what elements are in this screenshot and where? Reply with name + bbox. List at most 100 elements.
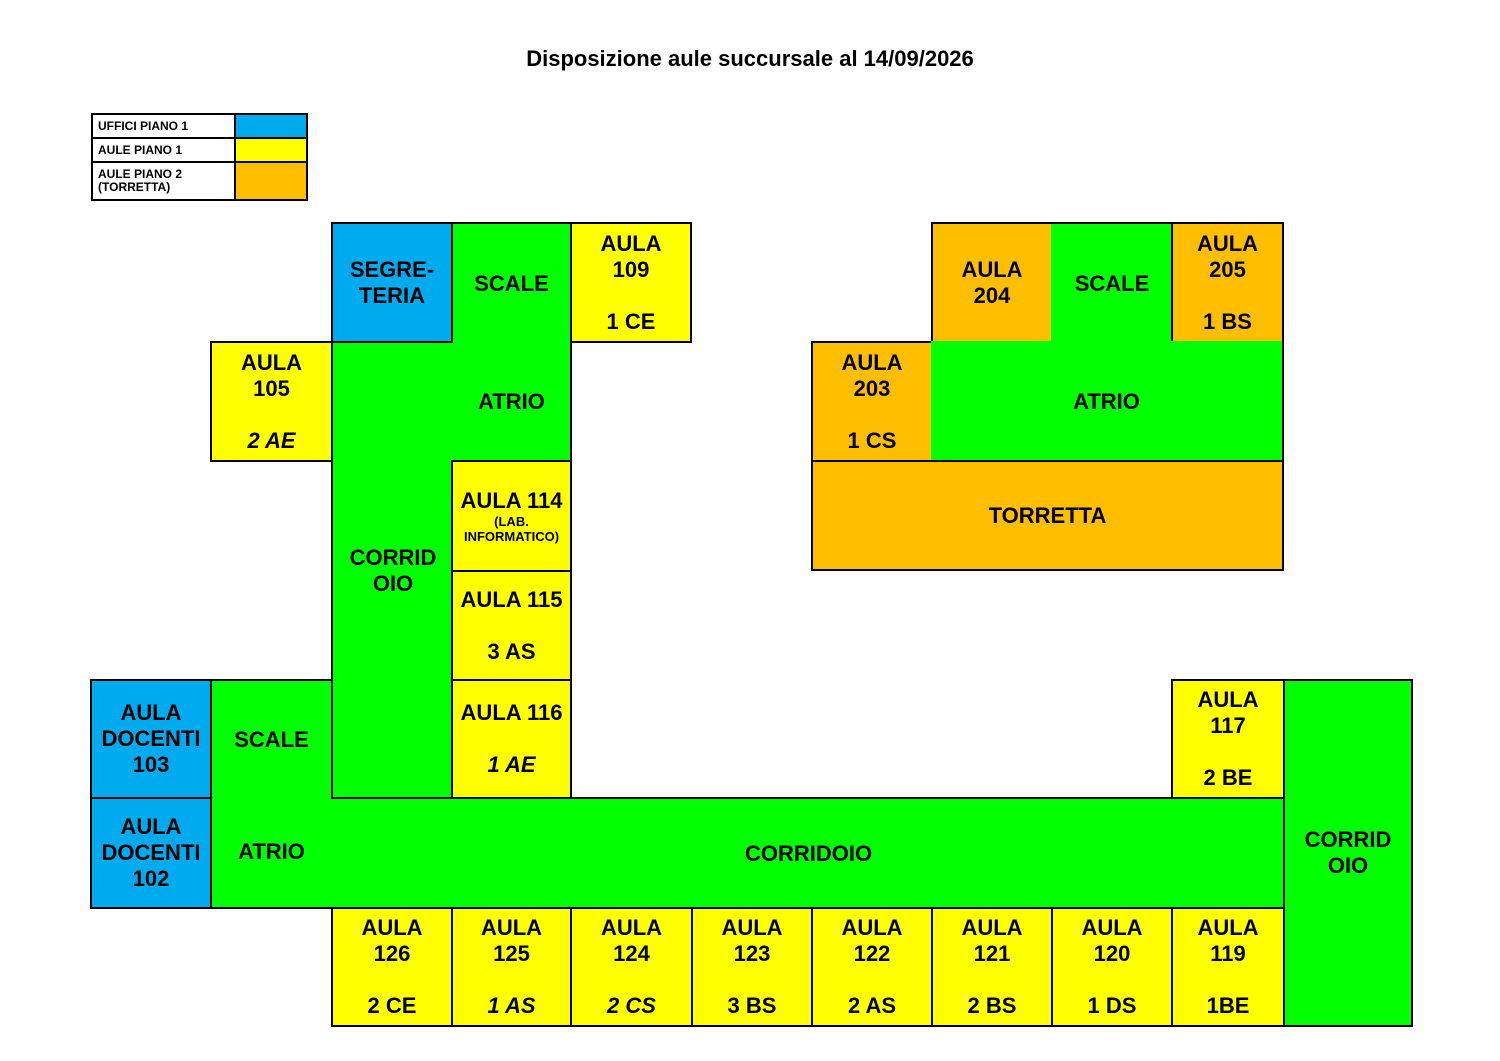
room-label: OIO [1327, 853, 1369, 878]
room-label: 122 [853, 941, 891, 966]
room-label: 117 [1210, 713, 1246, 738]
scale-top[interactable]: SCALE [451, 222, 572, 343]
class-label: 2 AS [847, 993, 897, 1018]
room-label: SCALE [234, 727, 309, 752]
room-aula-114[interactable]: AULA 114 (LAB. INFORMATICO) [451, 460, 572, 572]
room-label: CORRID [349, 545, 437, 570]
class-label: 2 CS [607, 993, 656, 1018]
room-label: AULA [841, 915, 903, 940]
corridoio-left[interactable]: CORRID OIO [331, 341, 453, 801]
room-label: AULA 115 [460, 586, 563, 612]
room-aula-203[interactable]: AULA 203 1 CS [811, 341, 933, 462]
legend-row-aule-piano-1: AULE PIANO 1 [91, 137, 308, 163]
room-label: 102 [132, 866, 170, 891]
room-label: AULA 114 [460, 488, 563, 513]
room-sublabel: (LAB. [494, 514, 529, 529]
scale-left[interactable]: SCALE [210, 679, 333, 799]
room-aula-109[interactable]: AULA 109 1 CE [570, 222, 692, 343]
room-aula-115[interactable]: AULA 115 3 AS [451, 570, 572, 681]
room-label: 103 [132, 752, 170, 777]
scale-right[interactable]: SCALE [1051, 222, 1173, 343]
room-label: 123 [733, 941, 771, 966]
room-aula-204[interactable]: AULA 204 [931, 222, 1053, 343]
room-label: SEGRE- [349, 256, 435, 282]
room-label: ATRIO [478, 388, 545, 414]
class-label: 1 CS [847, 427, 897, 453]
room-label: 121 [973, 941, 1011, 966]
room-label: TORRETTA [988, 502, 1107, 528]
room-label: AULA [480, 915, 543, 940]
page-title: Disposizione aule succursale al 14/09/20… [526, 46, 974, 71]
room-label: AULA [1196, 230, 1259, 256]
room-label: 119 [1210, 941, 1246, 966]
legend-swatch-orange [234, 161, 308, 201]
room-label: 120 [1093, 941, 1131, 966]
room-label: 126 [373, 941, 411, 966]
room-aula-docenti-103[interactable]: AULA DOCENTI 103 [90, 679, 212, 799]
legend-label-line: (TORRETTA) [98, 180, 171, 194]
room-label: AULA [721, 915, 783, 940]
room-label: AULA [1197, 915, 1259, 940]
room-aula-105[interactable]: AULA 105 2 AE [210, 341, 333, 462]
room-label: 105 [253, 375, 290, 401]
room-label: AULA [1081, 915, 1143, 940]
class-label: 2 CE [367, 993, 417, 1018]
legend-swatch-yellow [234, 137, 308, 163]
class-label: 3 BS [727, 993, 777, 1018]
legend-label: AULE PIANO 1 [91, 137, 236, 163]
class-label: 1 DS [1087, 993, 1137, 1018]
atrio-right[interactable]: ATRIO [931, 341, 1284, 462]
class-label: 2 AE [247, 427, 296, 453]
corridoio-main[interactable]: CORRIDOIO [331, 797, 1286, 909]
room-label: 125 [493, 941, 530, 966]
room-label: AULA [961, 915, 1023, 940]
room-torretta[interactable]: TORRETTA [811, 460, 1284, 571]
atrio-top[interactable]: ATRIO [451, 341, 572, 462]
room-label: CORRID [1304, 827, 1392, 852]
legend-label: UFFICI PIANO 1 [91, 113, 236, 139]
class-label: 1BE [1206, 993, 1250, 1018]
legend-label: AULE PIANO 2(TORRETTA) [91, 161, 236, 201]
room-label: 109 [612, 256, 650, 282]
room-label: OIO [372, 571, 414, 596]
room-label: SCALE [1074, 270, 1150, 296]
class-label: 2 BS [967, 993, 1017, 1018]
room-label: AULA 116 [460, 700, 563, 725]
room-label: AULA [600, 230, 662, 256]
room-aula-docenti-102[interactable]: AULA DOCENTI 102 [90, 797, 212, 909]
room-label: CORRIDOIO [744, 841, 873, 866]
room-label: AULA [120, 700, 182, 725]
room-label: TERIA [359, 282, 425, 308]
room-label: ATRIO [238, 839, 305, 864]
legend-label-line: AULE PIANO 2 [98, 167, 183, 181]
corridoio-right[interactable]: CORRID OIO [1283, 679, 1413, 1027]
wall-line [331, 679, 333, 799]
room-label: DOCENTI [101, 726, 201, 751]
room-segreteria[interactable]: SEGRE- TERIA [331, 222, 453, 343]
room-label: AULA [240, 349, 303, 375]
room-label: 205 [1209, 256, 1246, 282]
room-aula-205[interactable]: AULA 205 1 BS [1171, 222, 1284, 343]
atrio-left[interactable]: ATRIO [210, 797, 333, 909]
room-aula-117[interactable]: AULA 117 2 BE [1171, 679, 1285, 799]
room-label: 124 [613, 941, 650, 966]
room-label: SCALE [474, 270, 549, 296]
room-label: AULA [120, 814, 182, 839]
room-label: AULA [600, 915, 663, 940]
class-label: 1 BS [1203, 308, 1252, 334]
room-aula-116[interactable]: AULA 116 1 AE [451, 679, 572, 799]
room-label: AULA [961, 256, 1023, 282]
room-label: DOCENTI [101, 840, 201, 865]
room-label: ATRIO [1073, 388, 1140, 414]
class-label: 1 AE [487, 752, 536, 777]
room-sublabel: INFORMATICO) [463, 529, 560, 544]
legend: UFFICI PIANO 1 AULE PIANO 1 AULE PIANO 2… [91, 113, 308, 201]
